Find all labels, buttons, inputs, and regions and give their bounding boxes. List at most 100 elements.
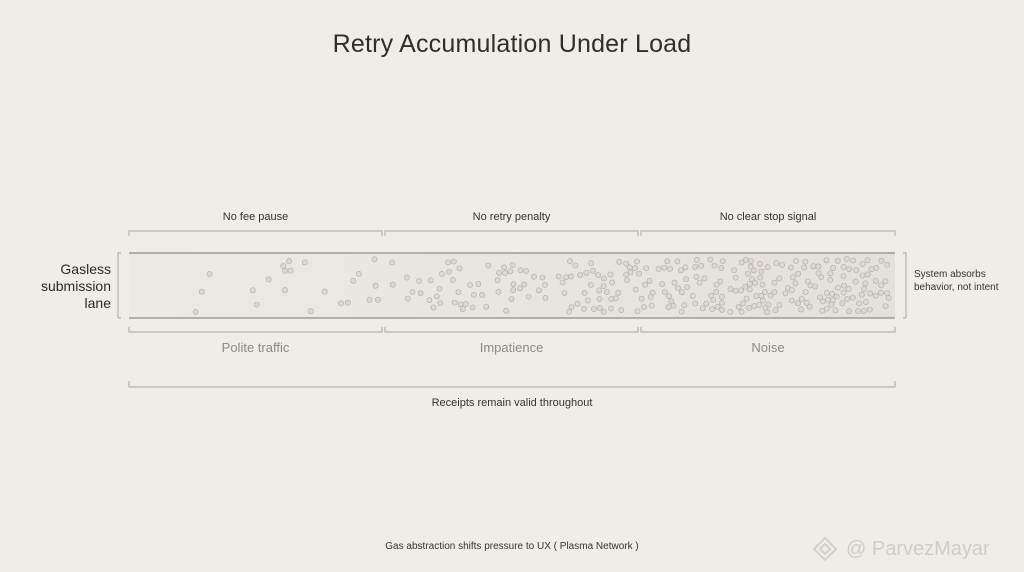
retry-dot	[608, 305, 614, 312]
footer-caption: Gas abstraction shifts pressure to UX ( …	[385, 541, 639, 552]
retry-dot	[795, 300, 801, 307]
retry-dot	[632, 265, 638, 272]
retry-dot	[667, 265, 673, 272]
retry-dot	[600, 308, 607, 315]
retry-dot	[338, 300, 344, 307]
retry-dot	[659, 281, 665, 287]
retry-dot	[846, 266, 853, 272]
retry-dot	[591, 306, 597, 312]
retry-dot	[510, 287, 516, 294]
retry-dot	[719, 293, 725, 300]
retry-dot	[804, 278, 811, 285]
retry-dot	[596, 305, 603, 311]
diagram-title: Retry Accumulation Under Load	[332, 30, 692, 58]
retry-dot	[744, 270, 751, 277]
retry-dot	[523, 268, 529, 274]
retry-dot	[844, 256, 850, 262]
retry-dot	[746, 304, 753, 311]
retry-dot	[846, 308, 852, 315]
retry-dot	[608, 296, 615, 302]
retry-dot	[445, 268, 452, 275]
retry-dot	[759, 281, 766, 288]
retry-dot	[840, 264, 847, 270]
retry-dot	[693, 256, 700, 263]
retry-dot	[430, 304, 437, 311]
retry-dot	[417, 290, 424, 297]
retry-dot	[661, 264, 668, 271]
retry-dot	[735, 303, 742, 310]
retry-dot	[884, 261, 891, 268]
retry-dot	[517, 267, 524, 274]
retry-dot	[713, 289, 720, 295]
left-lane-bracket	[117, 252, 121, 319]
retry-dot	[321, 288, 328, 295]
retry-dot	[601, 275, 607, 282]
top-label-no-fee-pause: No fee pause	[222, 211, 289, 223]
retry-dot	[494, 277, 501, 284]
retry-dot	[451, 299, 458, 306]
binance-diamond-icon	[812, 536, 838, 562]
retry-dot	[753, 292, 760, 299]
retry-dot	[404, 295, 411, 302]
retry-dot	[746, 280, 753, 287]
retry-dot	[832, 307, 839, 314]
retry-dot	[727, 308, 734, 315]
retry-dot	[789, 274, 796, 281]
retry-dot	[703, 300, 710, 307]
phase-brackets	[128, 327, 896, 333]
retry-dot	[568, 273, 574, 280]
retry-dot	[483, 303, 490, 310]
retry-dot	[882, 278, 889, 285]
retry-dot	[827, 270, 834, 277]
retry-dot	[714, 303, 721, 310]
retry-dot	[427, 277, 434, 284]
retry-dot	[852, 278, 859, 285]
retry-dot	[853, 267, 860, 274]
retry-dot	[595, 272, 601, 278]
phase-label-noise: Noise	[751, 340, 785, 355]
retry-dot	[878, 257, 885, 264]
retry-dot	[719, 299, 725, 306]
retry-dot	[437, 300, 444, 307]
retry-dot	[793, 258, 799, 264]
retry-dot	[584, 297, 591, 304]
retry-dot	[655, 266, 662, 272]
retry-dot	[587, 281, 594, 288]
retry-dot	[583, 269, 590, 276]
retry-dot	[371, 256, 378, 263]
retry-dot	[539, 274, 546, 281]
retry-dot	[861, 307, 867, 314]
retry-dot	[455, 289, 462, 295]
retry-dot	[249, 287, 256, 294]
retry-dot	[681, 302, 688, 309]
retry-dot	[502, 270, 509, 276]
retry-dot	[810, 263, 817, 270]
retry-dot	[701, 275, 708, 282]
retry-dot	[788, 287, 795, 294]
retry-dot	[798, 306, 804, 313]
retry-dot	[864, 271, 871, 278]
retry-dot	[467, 282, 473, 288]
retry-dot	[772, 307, 779, 314]
top-bracket-1	[128, 230, 383, 236]
retry-dot	[648, 302, 655, 309]
retry-dot	[682, 264, 689, 271]
retry-dot	[884, 290, 890, 296]
retry-dot	[350, 277, 357, 284]
lane-label: Gasless submission lane	[40, 261, 111, 311]
retry-dot	[615, 289, 622, 296]
phase-bracket-2	[384, 327, 639, 333]
retry-dot	[856, 300, 862, 307]
retry-dot	[572, 262, 579, 269]
retry-dot	[661, 289, 668, 295]
retry-dot	[858, 291, 865, 298]
bottom-note: Receipts remain valid throughout	[431, 397, 593, 409]
retry-dot	[282, 287, 288, 294]
retry-dot	[862, 280, 869, 287]
retry-dot	[678, 267, 684, 274]
retry-dot	[501, 264, 507, 271]
retry-dot	[590, 267, 596, 274]
retry-dot	[878, 289, 884, 296]
retry-dot	[882, 303, 889, 309]
retry-dot	[664, 258, 671, 265]
